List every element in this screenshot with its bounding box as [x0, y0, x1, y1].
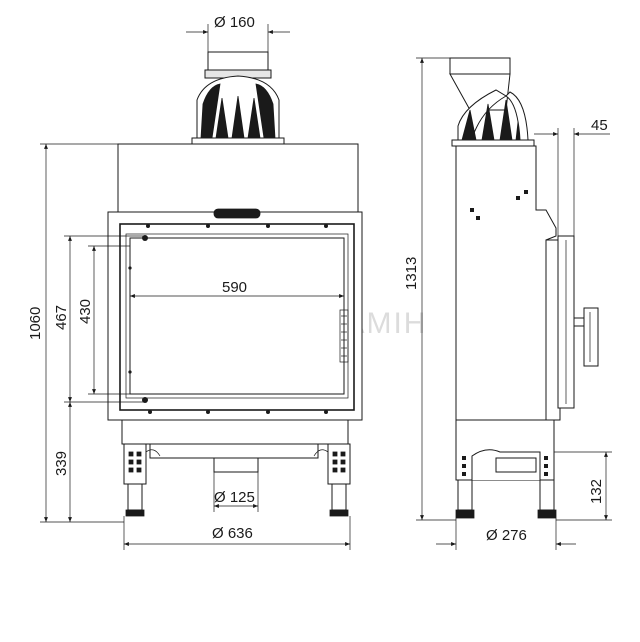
front-view [107, 51, 363, 517]
side-leg-front [539, 479, 555, 511]
dim-foot-height: 132 [588, 479, 605, 504]
side-dimensions: 1313 45 132 Ø 276 [403, 57, 612, 550]
top-hood [117, 143, 359, 213]
dim-total-height-side: 1313 [403, 257, 420, 290]
dim-flue-diameter: Ø 160 [214, 14, 255, 31]
dim-side-air-diameter: Ø 276 [486, 527, 527, 544]
brand-badge [213, 208, 261, 219]
dim-air-inlet-diameter: Ø 125 [214, 489, 255, 506]
leg-left [123, 443, 147, 517]
firebox-frame [107, 211, 363, 421]
dim-glass-height: 430 [77, 299, 94, 324]
side-body [455, 145, 557, 421]
door [119, 223, 355, 411]
side-handle [583, 307, 599, 367]
leg-right [327, 443, 351, 517]
dim-flange-offset: 45 [591, 117, 608, 134]
side-view [449, 57, 599, 519]
dim-width: Ø 636 [212, 525, 253, 542]
base-box [121, 419, 349, 445]
side-leg-rear [457, 479, 473, 511]
flue-collar-front [207, 51, 269, 73]
dim-glass-width: 590 [222, 279, 247, 296]
dim-base-height: 339 [53, 451, 70, 476]
air-inlet-front [213, 457, 259, 473]
dim-door-height: 467 [53, 305, 70, 330]
front-dimensions: Ø 160 1060 339 467 430 590 Ø 125 Ø 636 [27, 14, 351, 550]
flue-collar-side [449, 57, 511, 75]
dim-total-height-front: 1060 [27, 307, 44, 340]
frame-rivets [128, 224, 328, 414]
door-handle [339, 309, 349, 363]
